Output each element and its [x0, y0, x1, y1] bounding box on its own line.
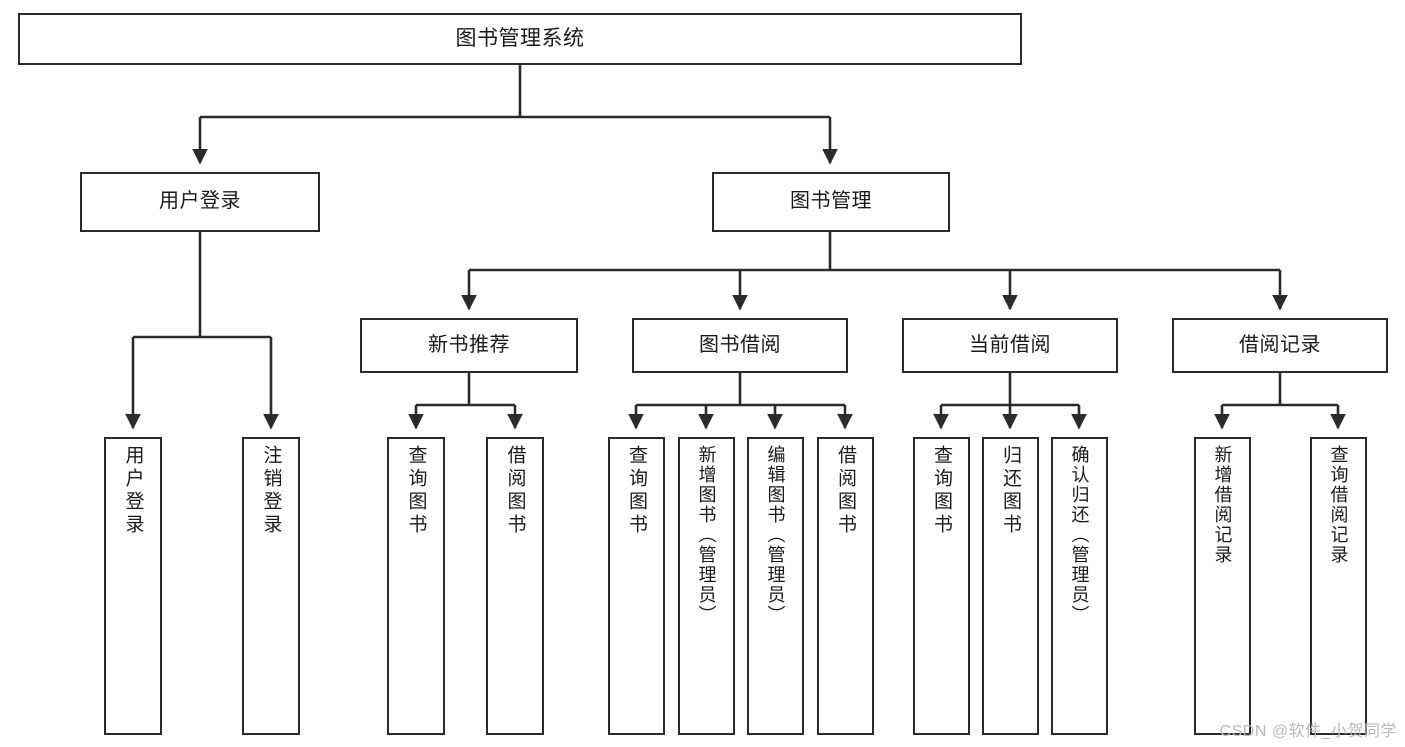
- node-label: 注销登录: [260, 445, 282, 537]
- node-label: 查询图书: [405, 445, 427, 537]
- node-label: 用户登录: [159, 190, 241, 213]
- node-label: 新书推荐: [428, 333, 510, 356]
- node-label: 查询图书: [626, 445, 647, 537]
- leaf-current-borrow-return[interactable]: 归还图书: [982, 437, 1039, 735]
- node-label: 图书管理系统: [455, 26, 585, 50]
- node-book-management[interactable]: 图书管理: [712, 172, 950, 232]
- node-current-borrow[interactable]: 当前借阅: [902, 318, 1118, 373]
- leaf-new-book-query[interactable]: 查询图书: [387, 437, 445, 735]
- node-new-book-recommend[interactable]: 新书推荐: [360, 318, 578, 373]
- node-label: 当前借阅: [969, 333, 1051, 356]
- node-book-borrow[interactable]: 图书借阅: [632, 318, 848, 373]
- leaf-current-borrow-query[interactable]: 查询图书: [913, 437, 970, 735]
- node-label: 查询借阅记录: [1328, 445, 1349, 565]
- node-label: 用户登录: [122, 445, 144, 537]
- csdn-watermark: CSDN @软件_小贺同学: [1219, 723, 1397, 740]
- node-label: 图书管理: [790, 190, 872, 213]
- node-borrow-record[interactable]: 借阅记录: [1172, 318, 1388, 373]
- node-label: 编辑图书（管理员）: [765, 445, 786, 625]
- leaf-book-borrow-add[interactable]: 新增图书（管理员）: [678, 437, 735, 735]
- node-label: 归还图书: [1000, 445, 1021, 537]
- leaf-borrow-record-query[interactable]: 查询借阅记录: [1310, 437, 1367, 735]
- leaf-user-login-logout[interactable]: 注销登录: [242, 437, 300, 735]
- node-root-system[interactable]: 图书管理系统: [18, 13, 1022, 65]
- leaf-book-borrow-edit[interactable]: 编辑图书（管理员）: [747, 437, 804, 735]
- node-label: 图书借阅: [699, 333, 781, 356]
- node-user-login[interactable]: 用户登录: [80, 172, 320, 232]
- node-label: 借阅记录: [1239, 333, 1321, 356]
- leaf-borrow-record-add[interactable]: 新增借阅记录: [1194, 437, 1251, 735]
- node-label: 借阅图书: [835, 445, 856, 537]
- leaf-new-book-borrow[interactable]: 借阅图书: [486, 437, 544, 735]
- node-label: 新增图书（管理员）: [696, 445, 717, 625]
- leaf-book-borrow-query[interactable]: 查询图书: [608, 437, 665, 735]
- node-label: 确认归还（管理员）: [1069, 445, 1090, 625]
- node-label: 借阅图书: [504, 445, 526, 537]
- leaf-user-login-login[interactable]: 用户登录: [104, 437, 162, 735]
- node-label: 查询图书: [931, 445, 952, 537]
- node-label: 新增借阅记录: [1212, 445, 1233, 565]
- leaf-current-borrow-confirm-return[interactable]: 确认归还（管理员）: [1051, 437, 1108, 735]
- leaf-book-borrow-borrow[interactable]: 借阅图书: [817, 437, 874, 735]
